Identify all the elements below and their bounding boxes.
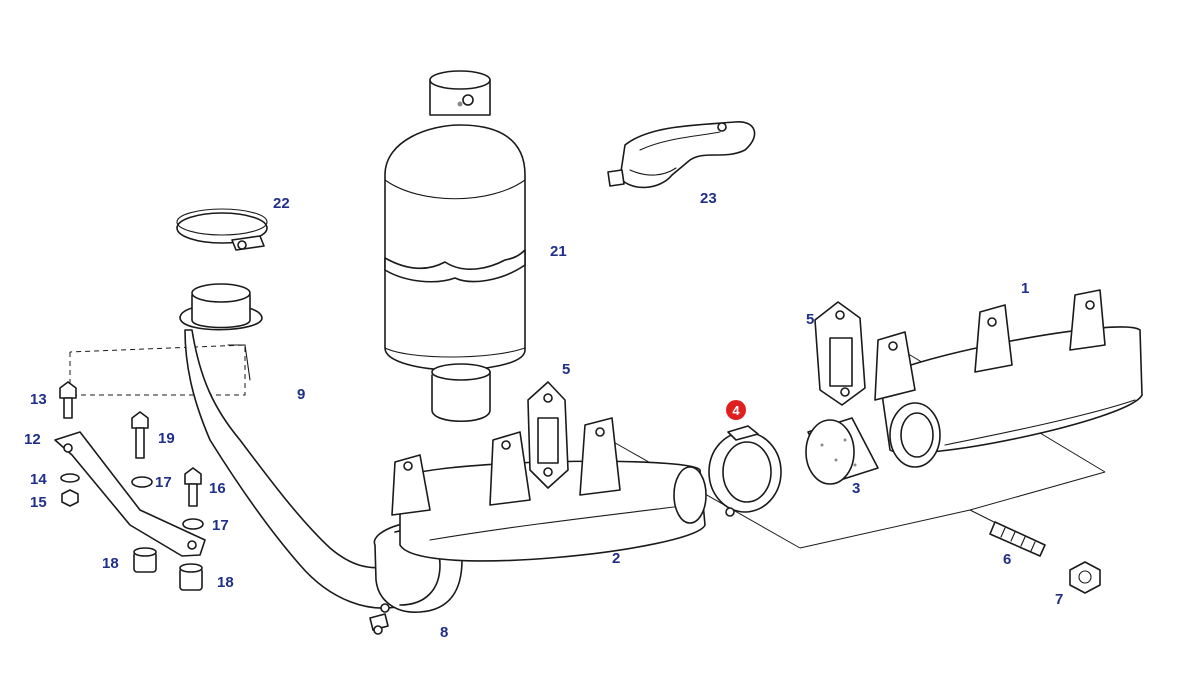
callout-12[interactable]: 12: [24, 431, 41, 448]
callout-13[interactable]: 13: [30, 391, 47, 408]
exhaust-pipe-part: [179, 283, 406, 609]
exhaust-manifold-front-part: [391, 417, 707, 562]
callout-5-rear[interactable]: 5: [806, 311, 814, 328]
bolt-13-part: [59, 381, 77, 419]
callout-15[interactable]: 15: [30, 494, 47, 511]
callout-6[interactable]: 6: [1003, 551, 1011, 568]
spacer-18a-part: [133, 547, 157, 573]
callout-labels: 1 2 3 5 5 6 7 8 9 12 13 14 15 16 17 17 1…: [24, 190, 1063, 641]
callout-4[interactable]: 4: [732, 403, 740, 418]
highlight-marker: [726, 400, 746, 420]
bolt-16-part: [184, 467, 202, 507]
washer-17b-part: [182, 518, 204, 530]
callout-3[interactable]: 3: [852, 480, 860, 497]
callout-4-highlighted[interactable]: 4: [726, 400, 746, 420]
sleeve-part: [805, 417, 879, 485]
callout-2[interactable]: 2: [612, 550, 620, 567]
bolt-19-part: [131, 411, 149, 459]
washer-14-part: [60, 473, 80, 483]
nut-part: [1069, 561, 1101, 594]
callout-23[interactable]: 23: [700, 190, 717, 207]
callout-19[interactable]: 19: [158, 430, 175, 447]
hose-clamp-part: [176, 208, 268, 251]
bracket-clamp-part: [607, 121, 756, 189]
callout-17-upper[interactable]: 17: [155, 474, 172, 491]
exhaust-manifold-rear-part: [874, 289, 1143, 468]
callout-7[interactable]: 7: [1055, 591, 1063, 608]
spacer-18b-part: [179, 563, 203, 591]
callout-21[interactable]: 21: [550, 243, 567, 260]
washer-17a-part: [131, 476, 153, 488]
callout-9[interactable]: 9: [297, 386, 305, 403]
silencer-part: [384, 70, 526, 423]
callout-18-left[interactable]: 18: [102, 555, 119, 572]
callout-22[interactable]: 22: [273, 195, 290, 212]
support-bracket-part: [54, 431, 206, 557]
callout-17-lower[interactable]: 17: [212, 517, 229, 534]
gasket-front-part: [527, 381, 569, 489]
callout-8[interactable]: 8: [440, 624, 448, 641]
gasket-rear-part: [814, 301, 866, 406]
callout-16[interactable]: 16: [209, 480, 226, 497]
callout-14[interactable]: 14: [30, 471, 47, 488]
nut-15-part: [61, 489, 79, 507]
callout-1[interactable]: 1: [1021, 280, 1029, 297]
callout-5-front[interactable]: 5: [562, 361, 570, 378]
stud-part: [989, 521, 1046, 557]
callout-18-right[interactable]: 18: [217, 574, 234, 591]
v-band-clamp-part: [708, 425, 782, 517]
